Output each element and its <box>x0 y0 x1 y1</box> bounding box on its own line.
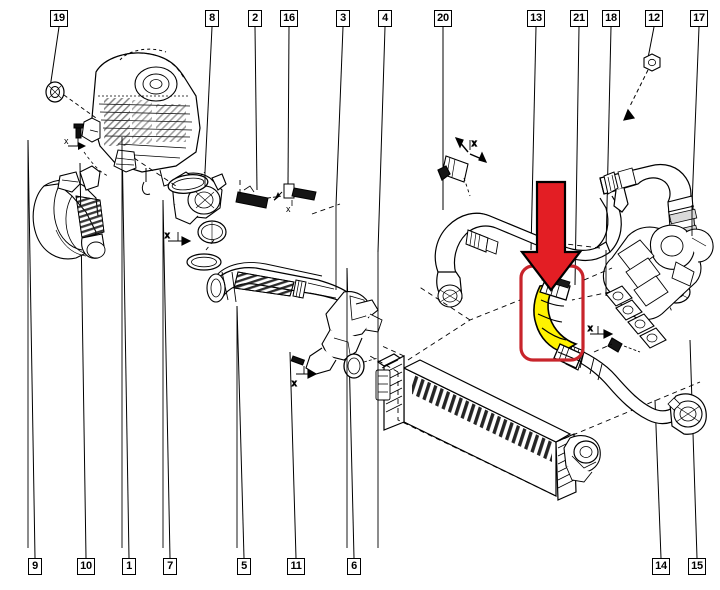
callout-19[interactable]: 19 <box>50 10 68 27</box>
leader-line-13 <box>530 26 537 251</box>
leader-line-4 <box>377 26 386 253</box>
bolt-fastener-airbox: x <box>64 123 109 177</box>
leader-line-5 <box>236 305 245 559</box>
leader-line-12 <box>647 26 655 59</box>
leader-line-18 <box>605 26 612 251</box>
callout-20[interactable]: 20 <box>434 10 452 27</box>
leader-line-2 <box>254 26 258 191</box>
callout-14[interactable]: 14 <box>652 558 670 575</box>
leader-line-11 <box>289 351 297 559</box>
callout-15[interactable]: 15 <box>688 558 706 575</box>
leader-line-16 <box>287 26 290 186</box>
construction-lines <box>27 137 693 548</box>
o-ring-seal-8 <box>167 171 209 194</box>
callout-9[interactable]: 9 <box>28 558 42 575</box>
svg-text:x: x <box>588 323 593 333</box>
callout-6[interactable]: 6 <box>347 558 361 575</box>
callout-8[interactable]: 8 <box>205 10 219 27</box>
leader-line-17 <box>691 26 700 206</box>
callout-13[interactable]: 13 <box>527 10 545 27</box>
callout-10[interactable]: 10 <box>77 558 95 575</box>
small-fastener-parts: x <box>235 183 317 214</box>
callout-11[interactable]: 11 <box>287 558 305 575</box>
callout-2[interactable]: 2 <box>248 10 262 27</box>
svg-text:x: x <box>472 138 477 148</box>
leader-line-1 <box>121 136 130 559</box>
callout-16[interactable]: 16 <box>280 10 298 27</box>
leader-line-3 <box>335 26 344 207</box>
callout-1[interactable]: 1 <box>122 558 136 575</box>
upper-charge-hose: x <box>434 137 622 308</box>
svg-text:x: x <box>286 204 291 214</box>
svg-text:x: x <box>165 230 170 240</box>
leader-line-8 <box>204 26 213 173</box>
callout-4[interactable]: 4 <box>378 10 392 27</box>
leader-line-7 <box>162 199 171 559</box>
red-pointer-arrow <box>519 180 583 292</box>
highlighted-hose <box>533 273 583 369</box>
intake-bracket: x <box>290 291 383 389</box>
leader-line-9 <box>27 139 36 559</box>
callout-21[interactable]: 21 <box>570 10 588 27</box>
intercooler <box>369 345 701 501</box>
leader-line-15 <box>689 339 698 559</box>
callout-17[interactable]: 17 <box>690 10 708 27</box>
svg-text:x: x <box>64 136 69 146</box>
intake-resonator <box>32 165 106 260</box>
callout-7[interactable]: 7 <box>163 558 177 575</box>
grommet-seal <box>45 81 97 119</box>
svg-text:x: x <box>292 378 297 388</box>
callout-18[interactable]: 18 <box>602 10 620 27</box>
intake-manifold: x <box>565 224 714 353</box>
air-filter-box <box>81 48 201 195</box>
callout-12[interactable]: 12 <box>645 10 663 27</box>
assembly-guide-lines <box>133 157 613 361</box>
callout-3[interactable]: 3 <box>336 10 350 27</box>
leader-line-19 <box>49 26 60 89</box>
callout-5[interactable]: 5 <box>237 558 251 575</box>
leader-line-21 <box>574 26 580 286</box>
lower-charge-hose <box>561 343 707 435</box>
leader-line-14 <box>654 399 662 559</box>
ribbed-intake-hose <box>186 253 353 308</box>
